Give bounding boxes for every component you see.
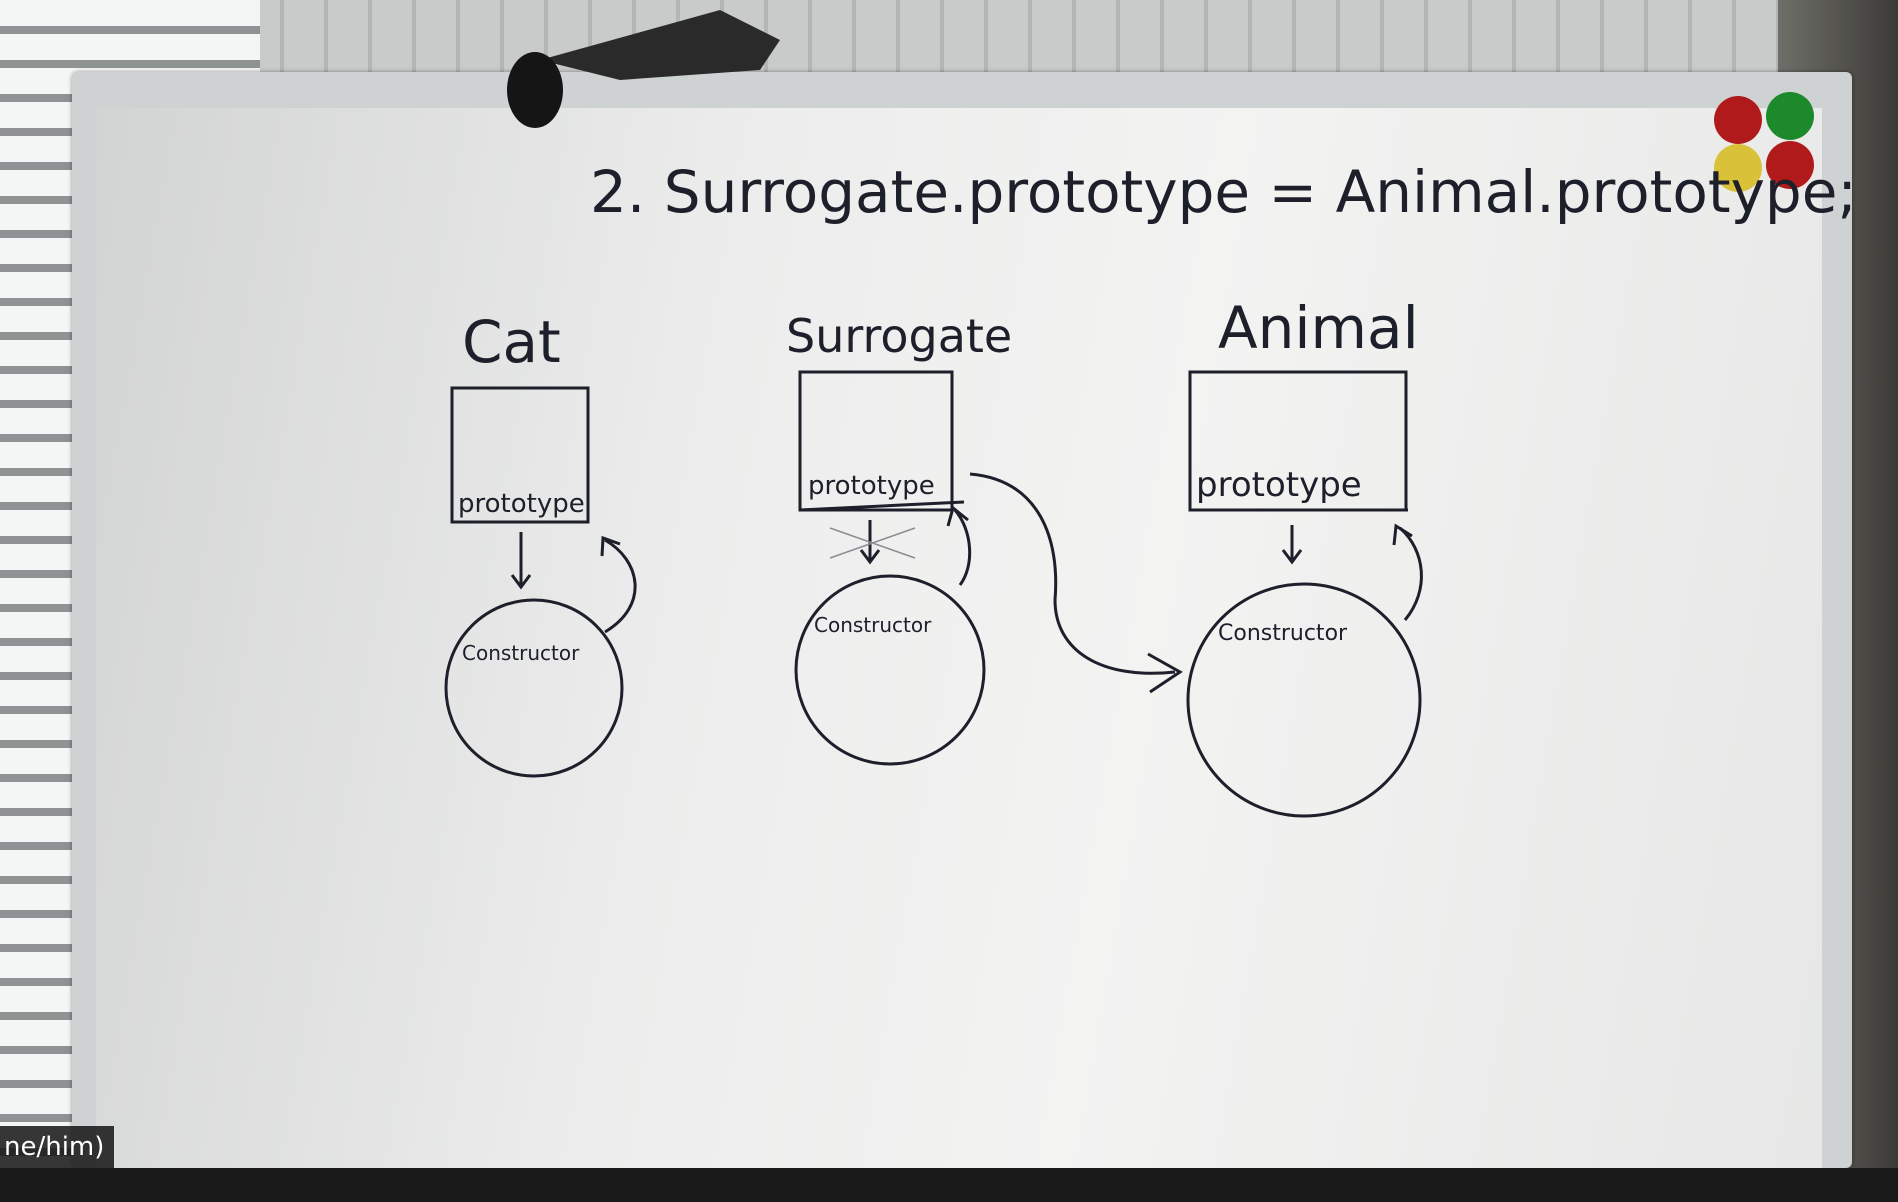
board-mount-bracket: [507, 10, 780, 128]
cat-diagram: [444, 386, 637, 778]
animal-prototype-label: prototype: [1196, 465, 1362, 505]
cat-title: Cat: [462, 308, 561, 376]
whiteboard-heading: 2. Surrogate.prototype = Animal.prototyp…: [590, 158, 1857, 226]
participant-name-tag: ne/him): [0, 1126, 115, 1168]
magnet-red-bottom: [1766, 141, 1814, 189]
animal-constructor-label: Constructor: [1218, 621, 1348, 646]
cat-constructor-label: Constructor: [462, 641, 580, 665]
magnet-yellow: [1714, 144, 1762, 192]
surrogate-title: Surrogate: [786, 309, 1012, 363]
cat-prototype-label: prototype: [458, 489, 585, 519]
whiteboard-drawing: 2. Surrogate.prototype = Animal.prototyp…: [444, 10, 1857, 818]
video-bottom-bar: [0, 1168, 1898, 1202]
animal-title: Animal: [1218, 294, 1419, 362]
magnet-green: [1766, 92, 1814, 140]
magnets: [1714, 92, 1814, 192]
animal-diagram: [1186, 370, 1423, 818]
magnet-red-top: [1714, 96, 1762, 144]
video-frame: 2. Surrogate.prototype = Animal.prototyp…: [0, 0, 1898, 1168]
surrogate-diagram: [794, 370, 1183, 766]
surrogate-constructor-label: Constructor: [814, 613, 932, 637]
surrogate-prototype-label: prototype: [808, 471, 935, 501]
whiteboard-surface: [96, 108, 1822, 1168]
